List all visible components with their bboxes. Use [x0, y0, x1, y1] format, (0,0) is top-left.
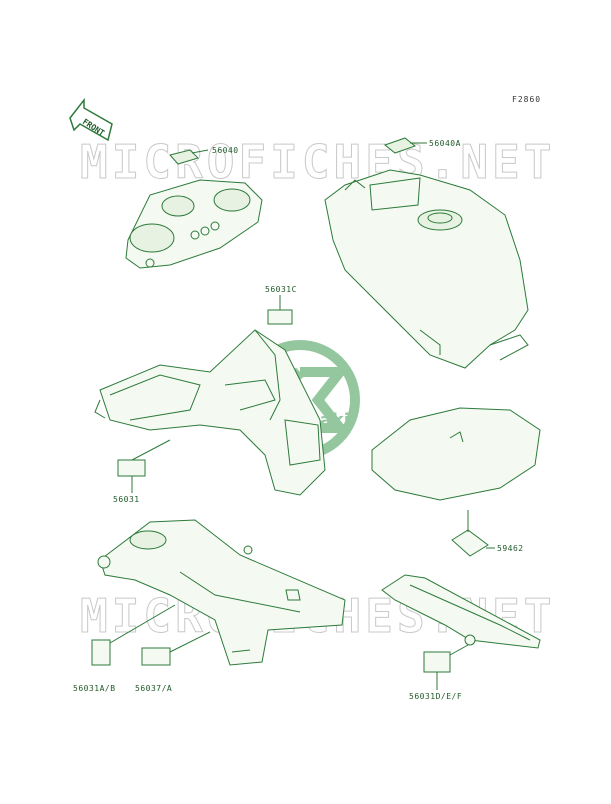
meter-assembly — [125, 179, 263, 269]
sticker-56031C — [267, 309, 293, 325]
part-label-56031A-B: 56031A/B — [73, 684, 116, 693]
part-label-56031D-E-F: 56031D/E/F — [409, 692, 462, 701]
sticker-56040A — [383, 137, 417, 154]
rear-frame — [94, 329, 326, 496]
chain-guard — [381, 574, 541, 649]
part-label-56037-A: 56037/A — [135, 684, 172, 693]
sticker-56031A-B — [91, 639, 111, 666]
part-label-56040A: 56040A — [429, 139, 461, 148]
sticker-56037-A — [141, 647, 171, 666]
front-arrow-icon: FRONT — [69, 97, 113, 142]
sticker-56031 — [117, 459, 146, 477]
fuel-tank — [324, 169, 529, 369]
swingarm — [97, 519, 346, 666]
watermark-top: MICROFICHES.NET — [80, 135, 555, 189]
part-label-56040: 56040 — [212, 146, 239, 155]
figure-code: F2860 — [512, 95, 542, 104]
seat — [371, 407, 541, 501]
part-label-56031C: 56031C — [265, 285, 297, 294]
sticker-56031D-E-F — [423, 651, 451, 673]
sticker-59462 — [451, 529, 489, 557]
part-label-59462: 59462 — [497, 544, 524, 553]
sticker-56040 — [169, 149, 199, 165]
part-label-56031: 56031 — [113, 495, 140, 504]
